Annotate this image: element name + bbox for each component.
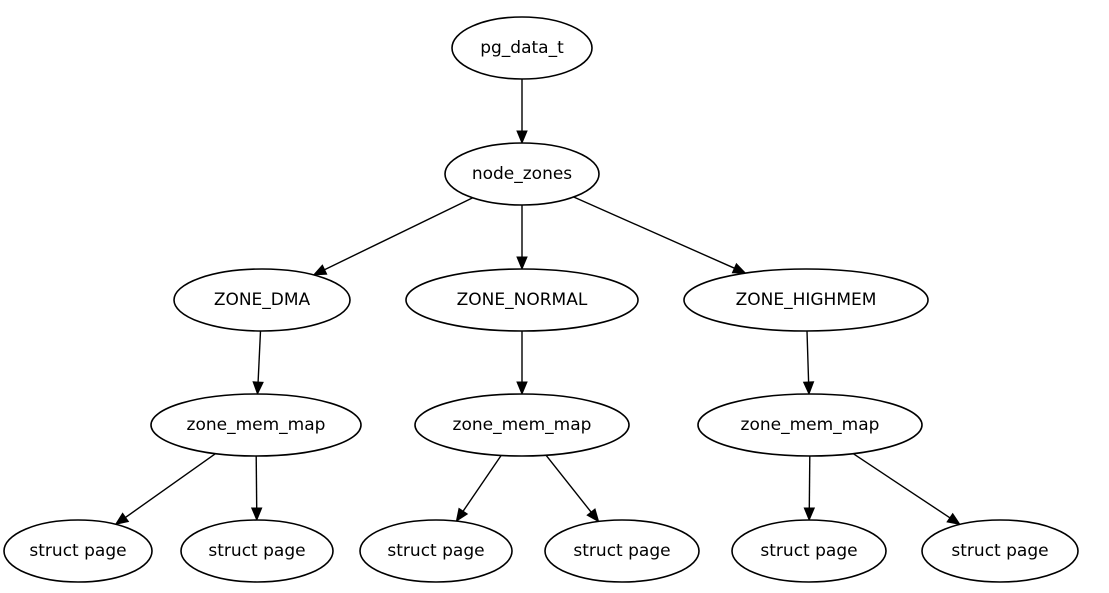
node-label: struct page xyxy=(760,541,857,561)
node-ellipse xyxy=(683,268,929,332)
node-mem_map_highmem: zone_mem_map xyxy=(697,393,923,457)
node-label: struct page xyxy=(951,541,1048,561)
node-label: ZONE_NORMAL xyxy=(457,290,588,310)
node-ellipse xyxy=(414,393,630,457)
edge-zone_normal-to-mem_map_normal xyxy=(516,331,528,396)
node-zone_dma: ZONE_DMA xyxy=(173,268,351,332)
edge-node_zones-to-zone_normal xyxy=(516,205,528,271)
edge-line xyxy=(545,454,592,513)
node-label: struct page xyxy=(573,541,670,561)
node-ellipse xyxy=(405,268,639,332)
arrowhead xyxy=(731,262,747,274)
edge-mem_map_dma-to-page_dma_1 xyxy=(114,453,217,526)
node-label: struct page xyxy=(387,541,484,561)
node-page_dma_2: struct page xyxy=(180,519,334,583)
node-ellipse xyxy=(697,393,923,457)
edge-mem_map_normal-to-page_normal_1 xyxy=(455,455,502,523)
node-label: zone_mem_map xyxy=(187,415,326,435)
node-zone_normal: ZONE_NORMAL xyxy=(405,268,639,332)
edge-line xyxy=(255,455,258,509)
node-ellipse xyxy=(359,519,513,583)
node-ellipse xyxy=(173,268,351,332)
arrowhead xyxy=(114,512,130,526)
node-page_normal_1: struct page xyxy=(359,519,513,583)
edge-mem_map_normal-to-page_normal_2 xyxy=(545,454,600,523)
edges-layer xyxy=(114,79,961,526)
node-mem_map_dma: zone_mem_map xyxy=(150,393,362,457)
edge-line xyxy=(324,197,474,271)
edge-line xyxy=(808,455,811,509)
edge-line xyxy=(852,453,951,519)
node-ellipse xyxy=(444,142,600,206)
node-node_zones: node_zones xyxy=(444,142,600,206)
node-page_highmem_1: struct page xyxy=(731,519,887,583)
arrowhead xyxy=(250,507,263,522)
node-pg_data_t: pg_data_t xyxy=(451,16,593,80)
node-page_dma_1: struct page xyxy=(3,519,153,583)
node-label: struct page xyxy=(29,541,126,561)
arrowhead xyxy=(516,130,528,145)
arrowhead xyxy=(312,264,328,276)
node-mem_map_normal: zone_mem_map xyxy=(414,393,630,457)
edge-node_zones-to-zone_highmem xyxy=(573,196,747,274)
node-label: zone_mem_map xyxy=(741,415,880,435)
edge-line xyxy=(125,453,217,518)
arrowhead xyxy=(455,507,469,523)
arrowhead xyxy=(946,512,961,526)
node-page_highmem_2: struct page xyxy=(921,519,1079,583)
node-ellipse xyxy=(921,519,1079,583)
edge-line xyxy=(573,196,735,269)
node-zone_highmem: ZONE_HIGHMEM xyxy=(683,268,929,332)
arrowhead xyxy=(586,508,600,523)
node-label: zone_mem_map xyxy=(453,415,592,435)
node-ellipse xyxy=(731,519,887,583)
node-label: pg_data_t xyxy=(480,38,564,58)
edge-line xyxy=(806,330,810,383)
node-ellipse xyxy=(544,519,700,583)
edge-line xyxy=(462,455,502,512)
edge-line xyxy=(257,330,262,383)
arrowhead xyxy=(803,507,816,522)
arrowhead xyxy=(516,256,528,271)
node-ellipse xyxy=(451,16,593,80)
node-ellipse xyxy=(3,519,153,583)
edge-mem_map_dma-to-page_dma_2 xyxy=(250,455,263,522)
arrowhead xyxy=(802,381,815,396)
edge-mem_map_highmem-to-page_highmem_2 xyxy=(852,453,961,526)
edge-zone_dma-to-mem_map_dma xyxy=(252,330,264,396)
arrowhead xyxy=(516,381,528,396)
node-label: node_zones xyxy=(472,164,572,184)
node-ellipse xyxy=(150,393,362,457)
arrowhead xyxy=(252,381,264,396)
edge-node_zones-to-zone_dma xyxy=(312,197,474,276)
node-page_normal_2: struct page xyxy=(544,519,700,583)
edge-mem_map_highmem-to-page_highmem_1 xyxy=(803,455,816,522)
edge-zone_highmem-to-mem_map_highmem xyxy=(802,330,815,396)
node-ellipse xyxy=(180,519,334,583)
node-label: ZONE_DMA xyxy=(214,290,311,310)
edge-pg_data_t-to-node_zones xyxy=(516,79,528,145)
node-label: struct page xyxy=(208,541,305,561)
node-label: ZONE_HIGHMEM xyxy=(736,290,877,310)
